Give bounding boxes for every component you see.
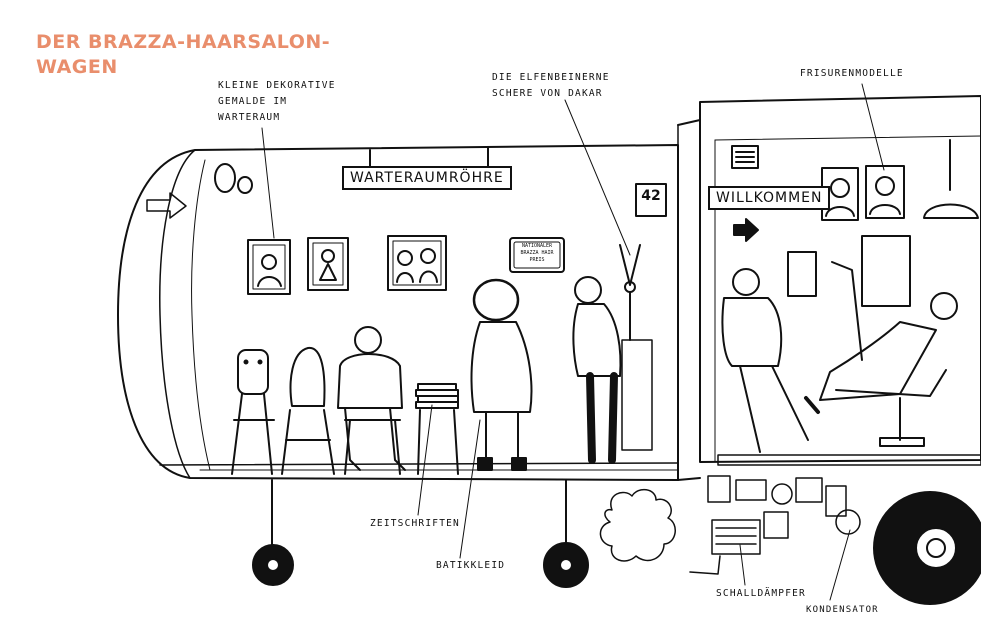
callout-scissors-line-2: SCHERE VON DAKAR	[492, 88, 603, 99]
callout-dress: BATIKKLEID	[436, 560, 506, 571]
waiting-tube-body	[117, 144, 679, 481]
waiting-tube-sign: WARTERAUMRÖHRE	[342, 166, 512, 190]
title-line-2: WAGEN	[36, 56, 118, 78]
painting-portrait-1	[247, 239, 291, 295]
mirror-frame	[861, 235, 911, 307]
engine	[689, 475, 861, 575]
exhaust-smoke	[599, 488, 676, 562]
callout-paintings-line-2: GEMALDE IM	[218, 96, 288, 107]
callout-paintings: KLEINE DEKORATIVE GEMALDE IM WARTERAUM	[218, 78, 336, 126]
number-sign: 42	[638, 188, 664, 204]
number-sign-box	[635, 183, 667, 217]
title-line-1: DER BRAZZA-HAARSALON-	[36, 31, 331, 53]
callout-scissors-line-1: DIE ELFENBEINERNE	[492, 72, 610, 83]
callout-muffler: SCHALLDÄMPFER	[716, 588, 806, 599]
callout-models: FRISURENMODELLE	[800, 68, 904, 79]
callout-scissors: DIE ELFENBEINERNE SCHERE VON DAKAR	[492, 70, 610, 102]
callout-paintings-line-3: WARTERAUM	[218, 112, 281, 123]
scissors-icon	[619, 244, 653, 451]
painting-couple	[387, 235, 447, 291]
client-reclining	[804, 292, 958, 414]
woman-standing	[572, 276, 622, 464]
arrow-right-outline-icon	[146, 192, 187, 219]
prize-plaque-text: NATIONALER BRAZZA HAIR PREIS	[520, 243, 554, 263]
lamp-icon	[923, 139, 979, 219]
painting-portrait-2	[307, 237, 349, 291]
chair-1	[231, 349, 275, 475]
seated-man	[337, 326, 406, 471]
callout-condenser: KONDENSATOR	[806, 605, 879, 615]
waiting-tube-sign-text: WARTERAUMRÖHRE	[350, 170, 504, 186]
arrow-right-solid-icon	[733, 218, 759, 242]
hairstyle-model-2	[865, 165, 905, 219]
barber-chair	[831, 261, 947, 447]
callout-paintings-line-1: KLEINE DEKORATIVE	[218, 80, 336, 91]
welcome-sign: WILLKOMMEN	[708, 186, 831, 210]
chair-2	[281, 346, 335, 475]
vent-icon	[731, 145, 759, 169]
callout-magazines: ZEITSCHRIFTEN	[370, 518, 460, 529]
standing-man	[721, 268, 809, 453]
number-sign-text: 42	[641, 188, 661, 204]
woman-batik-dress	[470, 278, 533, 471]
truck-cabin	[699, 95, 981, 463]
magazine-stack	[415, 383, 459, 475]
prize-plaque	[509, 237, 565, 273]
welcome-sign-text: WILLKOMMEN	[716, 190, 823, 206]
page-title: DER BRAZZA-HAARSALON- WAGEN	[36, 30, 330, 80]
